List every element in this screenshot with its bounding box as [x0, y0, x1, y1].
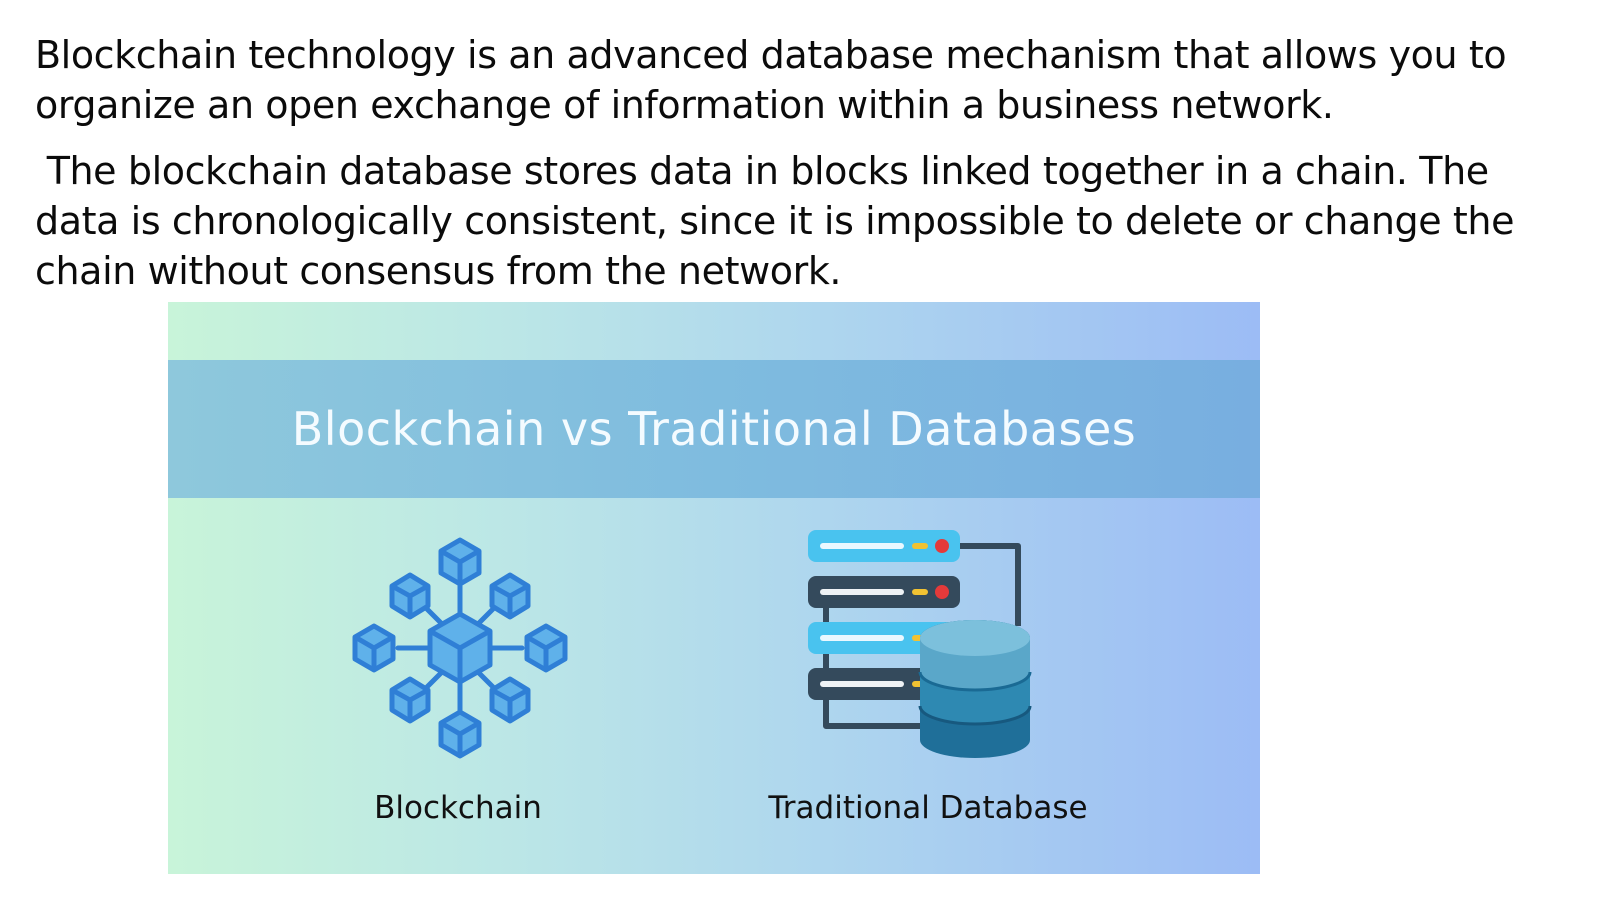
blockchain-caption: Blockchain [374, 790, 542, 826]
comparison-figure: Blockchain vs Traditional Databases [168, 302, 1260, 874]
figure-title: Blockchain vs Traditional Databases [291, 402, 1137, 456]
figure-banner: Blockchain vs Traditional Databases [168, 360, 1260, 498]
intro-paragraph: Blockchain technology is an advanced dat… [35, 33, 1518, 127]
blockchain-network-icon [346, 534, 574, 762]
database-server-icon [808, 530, 1044, 762]
traditional-database-caption: Traditional Database [768, 790, 1088, 826]
blockchain-description-paragraph: The blockchain database stores data in b… [35, 149, 1526, 293]
